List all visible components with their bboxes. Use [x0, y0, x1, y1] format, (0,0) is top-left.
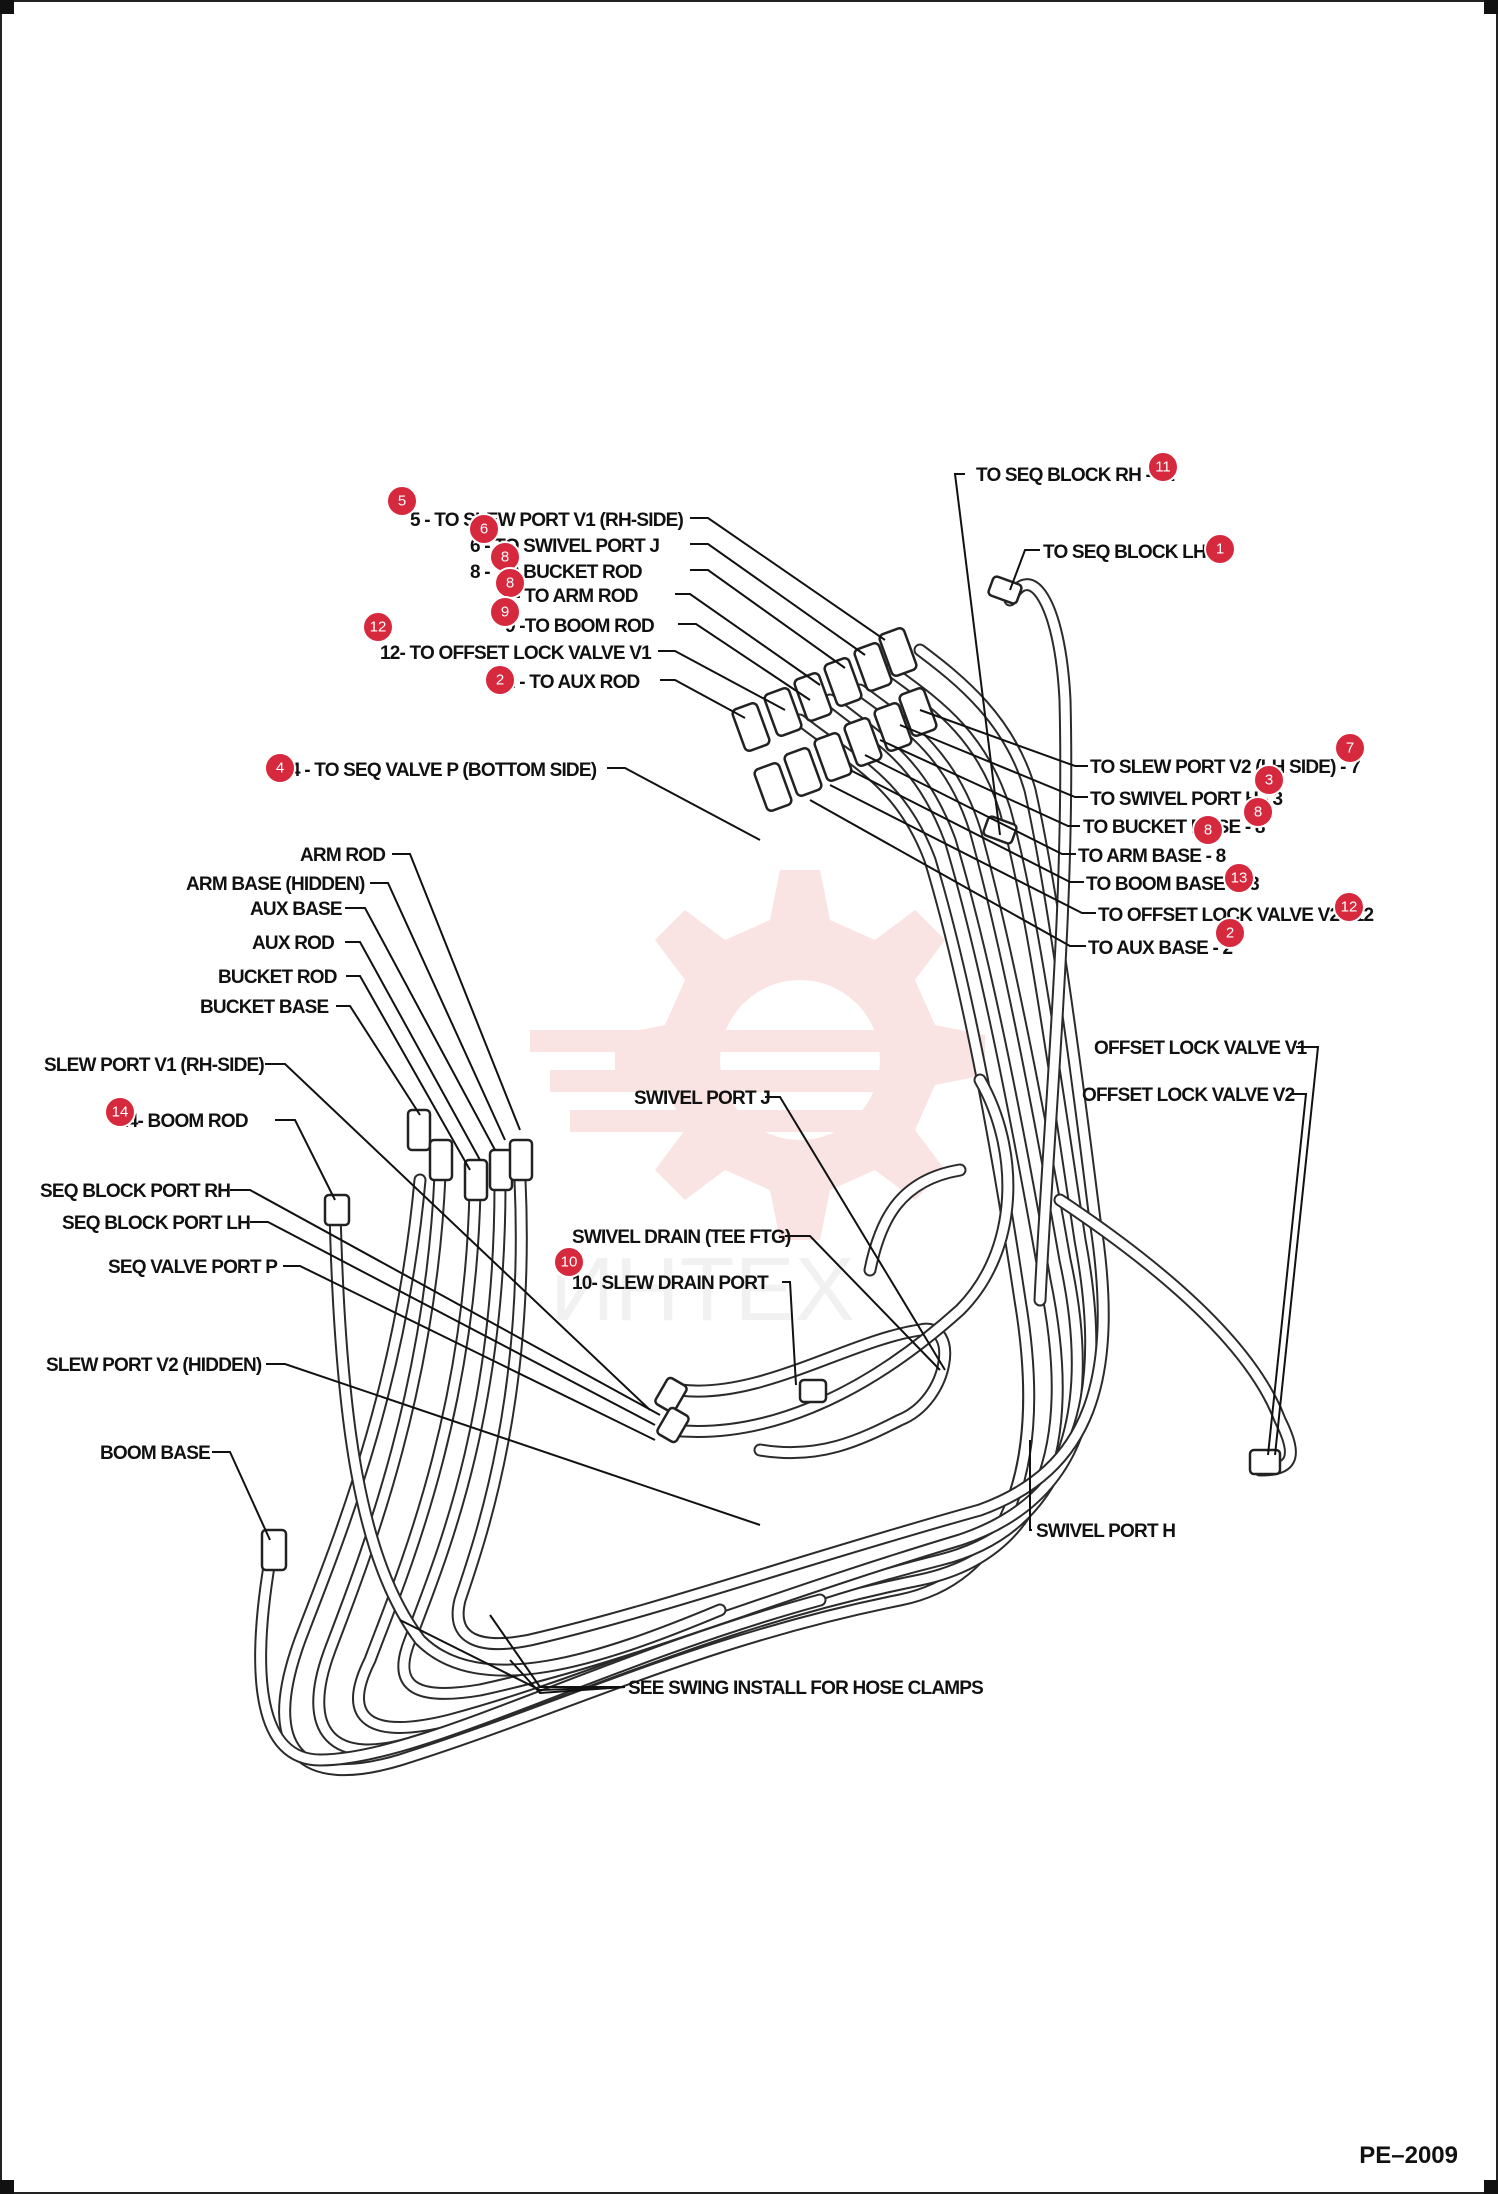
page-code: PE–2009 — [1359, 2142, 1458, 2169]
label-offset-lock-v1: 12- TO OFFSET LOCK VALVE V1 — [380, 643, 652, 664]
svg-text:1: 1 — [1216, 541, 1224, 558]
svg-text:8: 8 — [1254, 804, 1262, 821]
svg-text:2: 2 — [1226, 925, 1234, 942]
label-boom-base-2: BOOM BASE — [100, 1443, 210, 1464]
badge[interactable]: 5 — [386, 485, 418, 517]
svg-text:6: 6 — [480, 521, 488, 538]
labels-right-top: TO SEQ BLOCK RH - 11 TO SEQ BLOCK LH - 1… — [976, 465, 1374, 959]
badge[interactable]: 2 — [484, 664, 516, 696]
label-boom-rod: 9 -TO BOOM ROD — [505, 616, 654, 637]
badge[interactable]: 14 — [104, 1096, 136, 1128]
label-slew-port-v1: 5 - TO SLEW PORT V1 (RH-SIDE) — [410, 510, 684, 531]
badge[interactable]: 11 — [1147, 451, 1179, 483]
badge[interactable]: 2 — [1214, 917, 1246, 949]
svg-text:2: 2 — [496, 672, 504, 689]
badge[interactable]: 8 — [1192, 814, 1224, 846]
watermark-logo: ИНТЕХ — [530, 870, 985, 1340]
badge[interactable]: 9 — [489, 596, 521, 628]
svg-text:12: 12 — [370, 619, 387, 636]
badge[interactable]: 7 — [1334, 732, 1366, 764]
svg-text:8: 8 — [506, 575, 514, 592]
badge[interactable]: 8 — [1242, 796, 1274, 828]
watermark-text: ИНТЕХ — [550, 1240, 855, 1340]
label-arm-base: TO ARM BASE - 8 — [1078, 846, 1226, 867]
badge[interactable]: 8 — [489, 541, 521, 573]
label-swivel-drain: SWIVEL DRAIN (TEE FTG) — [572, 1227, 791, 1248]
svg-text:4: 4 — [276, 760, 284, 777]
corner-mark — [0, 0, 14, 14]
label-seq-block-lh: TO SEQ BLOCK LH - 1 — [1043, 542, 1231, 563]
corner-mark — [1484, 0, 1498, 14]
labels-left-stack: ARM ROD ARM BASE (HIDDEN) AUX BASE AUX R… — [40, 845, 386, 1464]
label-boom-rod-2: 14- BOOM ROD — [118, 1111, 248, 1132]
corner-mark — [1484, 2180, 1498, 2194]
label-arm-rod: 3 - TO ARM ROD — [500, 586, 638, 607]
leader-lines — [212, 473, 1320, 1695]
label-seq-valve-port-p: SEQ VALVE PORT P — [108, 1257, 278, 1278]
label-bucket-base: TO BUCKET BASE - 8 — [1083, 817, 1265, 838]
label-seq-valve-p: 4 - TO SEQ VALVE P (BOTTOM SIDE) — [290, 760, 597, 781]
label-offset-lock-valve-v1: OFFSET LOCK VALVE V1 — [1094, 1038, 1308, 1059]
svg-text:7: 7 — [1346, 740, 1354, 757]
svg-text:11: 11 — [1155, 459, 1171, 476]
svg-text:8: 8 — [1204, 822, 1212, 839]
label-bucket-rod-2: BUCKET ROD — [218, 967, 337, 988]
label-slew-port-v1-2: SLEW PORT V1 (RH-SIDE) — [44, 1055, 264, 1076]
badge[interactable]: 6 — [468, 513, 500, 545]
label-hose-clamps: SEE SWING INSTALL FOR HOSE CLAMPS — [628, 1678, 983, 1699]
label-aux-base: TO AUX BASE - 2 — [1088, 938, 1232, 959]
svg-text:3: 3 — [1265, 772, 1273, 789]
hose-bundle — [254, 578, 1297, 1777]
label-arm-base-hidden: ARM BASE (HIDDEN) — [186, 874, 365, 895]
labels-other: SWIVEL PORT J SWIVEL DRAIN (TEE FTG) 10-… — [572, 1038, 1308, 1699]
svg-text:14: 14 — [112, 1104, 129, 1121]
badge[interactable]: 13 — [1223, 862, 1255, 894]
label-arm-rod-2: ARM ROD — [300, 845, 385, 866]
label-swivel-port-j-2: SWIVEL PORT J — [634, 1088, 770, 1109]
label-aux-rod-2: AUX ROD — [252, 933, 334, 954]
badge[interactable]: 4 — [264, 752, 296, 784]
label-slew-port-v2: TO SLEW PORT V2 (LH SIDE) - 7 — [1090, 757, 1360, 778]
svg-text:9: 9 — [501, 604, 509, 621]
badge[interactable]: 3 — [1253, 764, 1285, 796]
label-swivel-port-h-2: SWIVEL PORT H — [1036, 1521, 1175, 1542]
label-aux-rod: 2 - TO AUX ROD — [505, 672, 640, 693]
corner-mark — [0, 2180, 14, 2194]
labels-left-top: 5 - TO SLEW PORT V1 (RH-SIDE) 6 - TO SWI… — [290, 510, 684, 781]
svg-text:10: 10 — [561, 1254, 578, 1271]
badge[interactable]: 8 — [494, 567, 526, 599]
top-fitting-cluster — [731, 627, 938, 812]
svg-text:8: 8 — [501, 549, 509, 566]
svg-text:5: 5 — [398, 493, 406, 510]
label-boom-base: TO BOOM BASE - 13 — [1086, 874, 1259, 895]
label-swivel-port-h: TO SWIVEL PORT H - 3 — [1090, 789, 1283, 810]
svg-text:13: 13 — [1231, 870, 1248, 887]
label-aux-base-2: AUX BASE — [250, 899, 342, 920]
label-offset-lock-valve-v2: OFFSET LOCK VALVE V2 — [1082, 1085, 1295, 1106]
badge[interactable]: 12 — [1333, 891, 1365, 923]
left-fitting-cluster — [260, 575, 1282, 1572]
badge[interactable]: 1 — [1204, 533, 1236, 565]
badge[interactable]: 10 — [553, 1246, 585, 1278]
label-bucket-base-2: BUCKET BASE — [200, 997, 329, 1018]
label-seq-block-port-rh: SEQ BLOCK PORT RH — [40, 1181, 230, 1202]
callout-badges: 5 6 8 8 9 12 2 4 11 1 7 3 8 8 13 12 2 14… — [104, 451, 1366, 1278]
label-offset-lock-v2: TO OFFSET LOCK VALVE V2 - 12 — [1098, 905, 1374, 926]
label-seq-block-rh: TO SEQ BLOCK RH - 11 — [976, 465, 1175, 486]
svg-text:12: 12 — [1341, 899, 1358, 916]
label-seq-block-port-lh: SEQ BLOCK PORT LH — [62, 1213, 250, 1234]
label-slew-port-v2-hidden: SLEW PORT V2 (HIDDEN) — [46, 1355, 262, 1376]
badge[interactable]: 12 — [362, 611, 394, 643]
label-slew-drain-port: 10- SLEW DRAIN PORT — [572, 1273, 769, 1294]
